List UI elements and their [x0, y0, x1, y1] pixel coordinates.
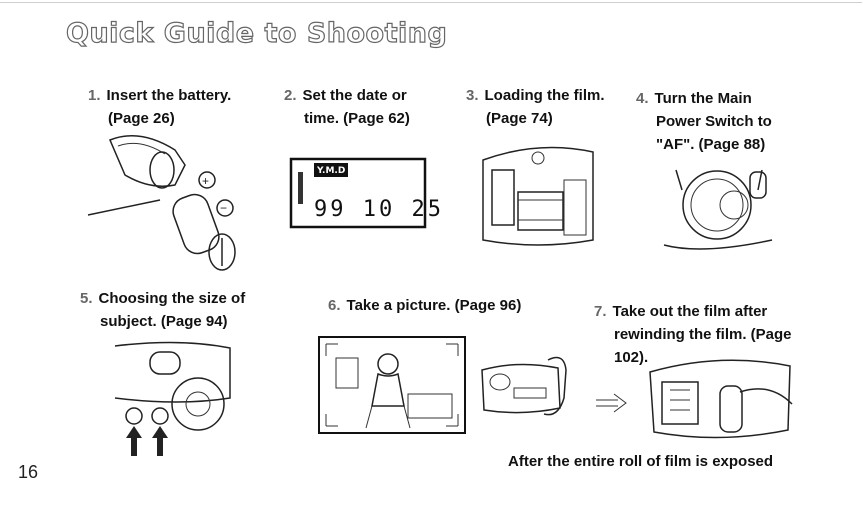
- step-2-text: Set the date or: [302, 87, 407, 104]
- step-6: 6. Take a picture. (Page 96): [328, 294, 521, 317]
- top-rule: [0, 2, 862, 3]
- battery-illustration: + −: [87, 135, 236, 271]
- step-1-text: Insert the battery.: [106, 87, 232, 104]
- step-4-page: "AF". (Page 88): [656, 136, 766, 153]
- film-removal-illustration: [649, 359, 793, 439]
- step-4-text: Turn the Main: [654, 90, 752, 107]
- step-6-number: 6.: [328, 297, 341, 314]
- step-3-text: Loading the film.: [484, 87, 605, 104]
- step-7-line2: rewinding the film. (Page: [614, 326, 792, 343]
- step-7: 7. Take out the film after rewinding the …: [594, 300, 792, 369]
- step-4-number: 4.: [636, 90, 649, 107]
- step-7-text: Take out the film after: [612, 303, 768, 320]
- lcd-mode-tag: [314, 163, 348, 177]
- zoom-buttons-illustration: [114, 341, 231, 456]
- step-3-number: 3.: [466, 87, 479, 104]
- film-loading-illustration: [482, 146, 594, 246]
- step-3-page: (Page 74): [486, 110, 553, 127]
- lcd-digits: 99 10 25: [314, 197, 444, 222]
- power-switch-illustration: [663, 169, 773, 250]
- step-7-page: 102).: [614, 349, 649, 366]
- step-4: 4. Turn the Main Power Switch to "AF". (P…: [636, 87, 772, 156]
- camera-in-hands-illustration: [481, 356, 567, 416]
- page-number: 16: [18, 462, 39, 482]
- step-7-number: 7.: [594, 303, 607, 320]
- step-6-text: Take a picture. (Page 96): [346, 297, 522, 314]
- page-title: Quick Guide to Shooting: [65, 17, 448, 49]
- step-5-number: 5.: [80, 290, 93, 307]
- step-5-page: subject. (Page 94): [100, 313, 228, 330]
- step-1-page: (Page 26): [108, 110, 175, 127]
- step-1-number: 1.: [88, 87, 101, 104]
- step-3: 3. Loading the film. (Page 74): [466, 84, 605, 130]
- step-5: 5. Choosing the size of subject. (Page 94…: [80, 287, 245, 333]
- svg-text:−: −: [220, 201, 227, 215]
- viewfinder-illustration: [318, 336, 466, 434]
- step-2-page: time. (Page 62): [304, 110, 410, 127]
- svg-text:+: +: [202, 174, 209, 188]
- step-5-text: Choosing the size of: [98, 290, 246, 307]
- step-2: 2. Set the date or time. (Page 62): [284, 84, 410, 130]
- step-2-number: 2.: [284, 87, 297, 104]
- lcd-mode-label: Y.M.D: [316, 166, 345, 176]
- footer-note: After the entire roll of film is exposed: [508, 453, 774, 470]
- step-4-line2: Power Switch to: [656, 113, 772, 130]
- arrow-right-icon: [596, 393, 627, 413]
- lcd-panel-illustration: Y.M.D 99 10 25: [289, 157, 441, 229]
- step-1: 1. Insert the battery. (Page 26): [88, 84, 231, 130]
